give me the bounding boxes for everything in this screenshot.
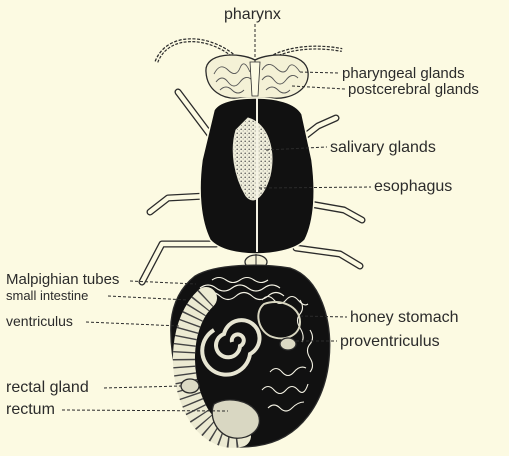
label-malpighian-tubes: Malpighian tubes — [6, 271, 119, 288]
label-proventriculus: proventriculus — [340, 333, 440, 350]
label-pharyngeal-glands: pharyngeal glands — [342, 65, 465, 82]
label-salivary-glands: salivary glands — [330, 139, 436, 156]
proventriculus-shape — [280, 338, 296, 350]
leader-ventriculus — [86, 322, 180, 326]
hind-right-leg — [296, 248, 360, 266]
label-ventriculus: ventriculus — [6, 313, 73, 329]
middle-right-leg — [310, 204, 362, 220]
leader-small-intestine — [108, 296, 188, 300]
gaster — [171, 265, 330, 447]
leader-rectal-gland — [104, 386, 181, 388]
label-esophagus: esophagus — [374, 178, 452, 195]
head — [206, 55, 308, 98]
label-rectal-gland: rectal gland — [6, 379, 89, 396]
middle-left-leg — [150, 196, 206, 212]
label-honey-stomach: honey stomach — [350, 309, 459, 326]
label-small-intestine: small intestine — [6, 288, 88, 303]
label-rectum: rectum — [6, 401, 55, 418]
label-pharynx: pharynx — [224, 6, 281, 23]
thorax — [200, 98, 314, 254]
rectal-gland-shape — [181, 379, 199, 393]
label-postcerebral-glands: postcerebral glands — [348, 81, 479, 98]
pharynx-structure — [250, 62, 260, 96]
